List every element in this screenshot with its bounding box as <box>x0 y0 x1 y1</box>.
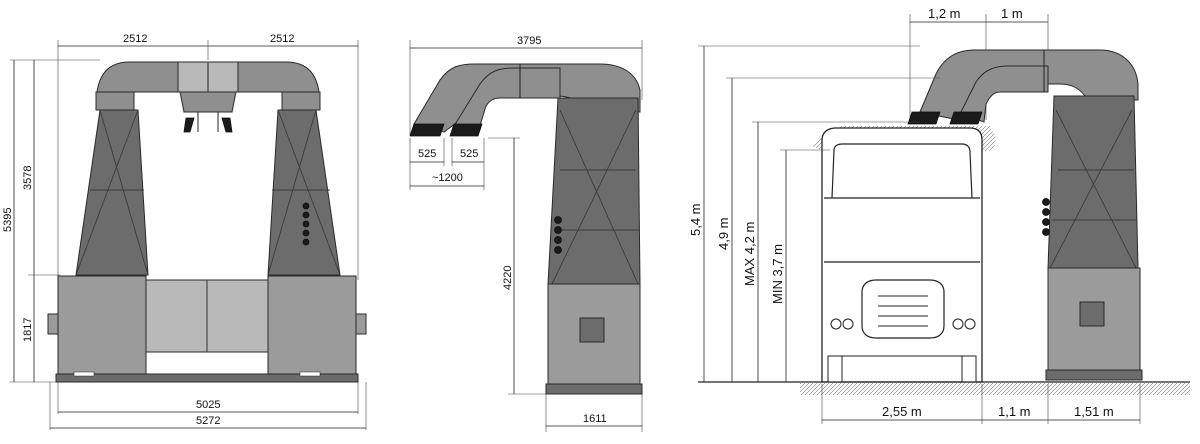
dim-inner-width: 5025 <box>196 399 220 411</box>
dim-nozzle-1: 525 <box>418 148 436 160</box>
dim-top-right: 2512 <box>270 33 294 45</box>
dim-lower-height: 1817 <box>22 318 34 342</box>
truck <box>812 126 996 383</box>
dim-clearance: 4220 <box>502 266 514 290</box>
control-knobs-vehicle-view <box>1042 198 1050 236</box>
dim-arm-offset-2: 1 m <box>1001 6 1023 21</box>
dim-base-width: 1611 <box>583 413 607 425</box>
dim-gap-width: 1,1 m <box>998 404 1031 419</box>
dim-height-min: MIN 3,7 m <box>770 244 785 304</box>
dim-outer-width: 5272 <box>196 415 220 427</box>
dim-nozzle-spacing: ~1200 <box>432 172 463 184</box>
side-view: 3795 525 525 ~1200 422 <box>409 35 643 432</box>
control-knobs-side <box>554 216 562 254</box>
dim-unit-width: 1,51 m <box>1074 404 1114 419</box>
dim-top-left: 2512 <box>123 33 147 45</box>
dim-height-total: 5,4 m <box>688 203 703 236</box>
dim-nozzle-2: 525 <box>460 148 478 160</box>
front-view: 2512 2512 5395 3578 1817 <box>2 33 367 430</box>
dim-overall-width: 3795 <box>517 35 541 47</box>
vehicle-view: 1,2 m 1 m <box>688 6 1190 424</box>
dim-height-max: MAX 4,2 m <box>742 222 757 286</box>
dim-vehicle-width: 2,55 m <box>882 404 922 419</box>
dim-upper-height: 3578 <box>22 166 34 190</box>
dim-arm-offset: 1,2 m <box>928 6 961 21</box>
control-knobs-front <box>302 202 310 246</box>
dim-height-49: 4,9 m <box>716 217 731 250</box>
dim-total-height: 5395 <box>2 208 14 232</box>
